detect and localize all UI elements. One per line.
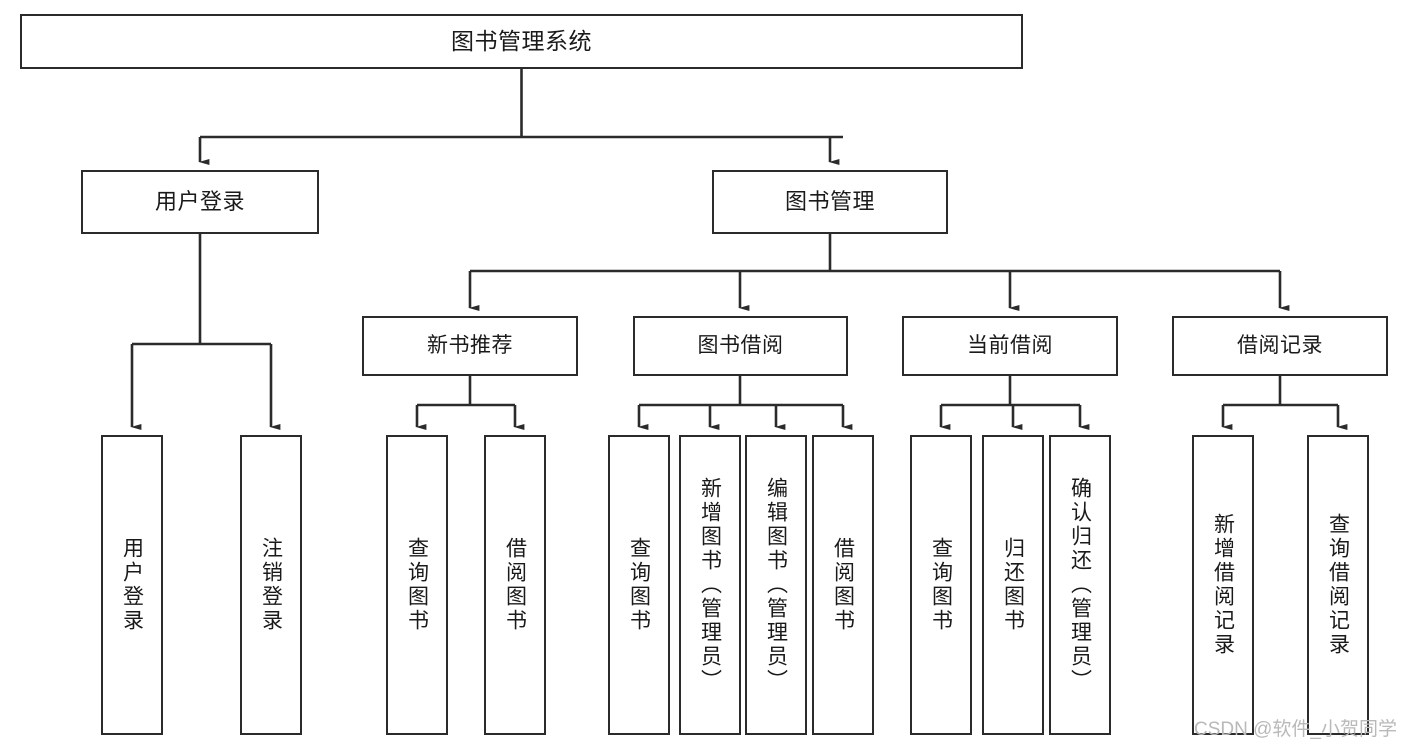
node-leaf-cur-return-book-label: 归还图书 bbox=[1001, 537, 1025, 633]
node-leaf-user-logout[interactable]: 注销登录 bbox=[240, 435, 302, 735]
node-current-borrow-label: 当前借阅 bbox=[967, 333, 1053, 357]
node-leaf-record-add-label: 新增借阅记录 bbox=[1211, 513, 1235, 657]
node-leaf-borrow-add-book-label: 新增图书（管理员） bbox=[698, 477, 722, 693]
node-leaf-cur-query-book[interactable]: 查询图书 bbox=[910, 435, 972, 735]
node-leaf-cur-query-book-label: 查询图书 bbox=[929, 537, 953, 633]
node-book-borrow-label: 图书借阅 bbox=[697, 333, 784, 357]
node-book-manage-label: 图书管理 bbox=[784, 189, 875, 215]
node-new-book-rec[interactable]: 新书推荐 bbox=[362, 316, 578, 376]
node-leaf-rec-query-book-label: 查询图书 bbox=[405, 537, 429, 633]
node-leaf-record-add[interactable]: 新增借阅记录 bbox=[1192, 435, 1254, 735]
node-leaf-borrow-add-book[interactable]: 新增图书（管理员） bbox=[679, 435, 741, 735]
node-root-label: 图书管理系统 bbox=[451, 27, 592, 54]
node-leaf-borrow-edit-book-label: 编辑图书（管理员） bbox=[764, 477, 788, 693]
node-borrow-record-label: 借阅记录 bbox=[1237, 333, 1323, 357]
node-leaf-borrow-edit-book[interactable]: 编辑图书（管理员） bbox=[745, 435, 807, 735]
node-leaf-record-search[interactable]: 查询借阅记录 bbox=[1307, 435, 1369, 735]
node-book-manage[interactable]: 图书管理 bbox=[712, 170, 948, 234]
node-leaf-user-logout-label: 注销登录 bbox=[259, 537, 283, 633]
node-user-login[interactable]: 用户登录 bbox=[81, 170, 319, 234]
node-borrow-record[interactable]: 借阅记录 bbox=[1172, 316, 1388, 376]
node-book-borrow[interactable]: 图书借阅 bbox=[633, 316, 848, 376]
node-leaf-user-login-label: 用户登录 bbox=[120, 537, 144, 633]
csdn-watermark: CSDN @软件_小贺同学 bbox=[1194, 719, 1397, 740]
node-leaf-cur-confirm-return[interactable]: 确认归还（管理员） bbox=[1049, 435, 1111, 735]
node-new-book-rec-label: 新书推荐 bbox=[427, 333, 513, 357]
node-leaf-cur-confirm-return-label: 确认归还（管理员） bbox=[1068, 477, 1092, 693]
node-leaf-cur-return-book[interactable]: 归还图书 bbox=[982, 435, 1044, 735]
node-root-system[interactable]: 图书管理系统 bbox=[20, 14, 1023, 69]
node-leaf-borrow-lend-book-label: 借阅图书 bbox=[831, 537, 855, 633]
node-user-login-label: 用户登录 bbox=[154, 189, 245, 215]
node-leaf-rec-borrow-book-label: 借阅图书 bbox=[503, 537, 527, 633]
node-leaf-rec-query-book[interactable]: 查询图书 bbox=[386, 435, 448, 735]
node-leaf-borrow-lend-book[interactable]: 借阅图书 bbox=[812, 435, 874, 735]
node-leaf-record-search-label: 查询借阅记录 bbox=[1326, 513, 1350, 657]
node-leaf-user-login[interactable]: 用户登录 bbox=[101, 435, 163, 735]
node-current-borrow[interactable]: 当前借阅 bbox=[902, 316, 1118, 376]
node-leaf-borrow-query-book[interactable]: 查询图书 bbox=[608, 435, 670, 735]
node-leaf-rec-borrow-book[interactable]: 借阅图书 bbox=[484, 435, 546, 735]
node-leaf-borrow-query-book-label: 查询图书 bbox=[627, 537, 651, 633]
